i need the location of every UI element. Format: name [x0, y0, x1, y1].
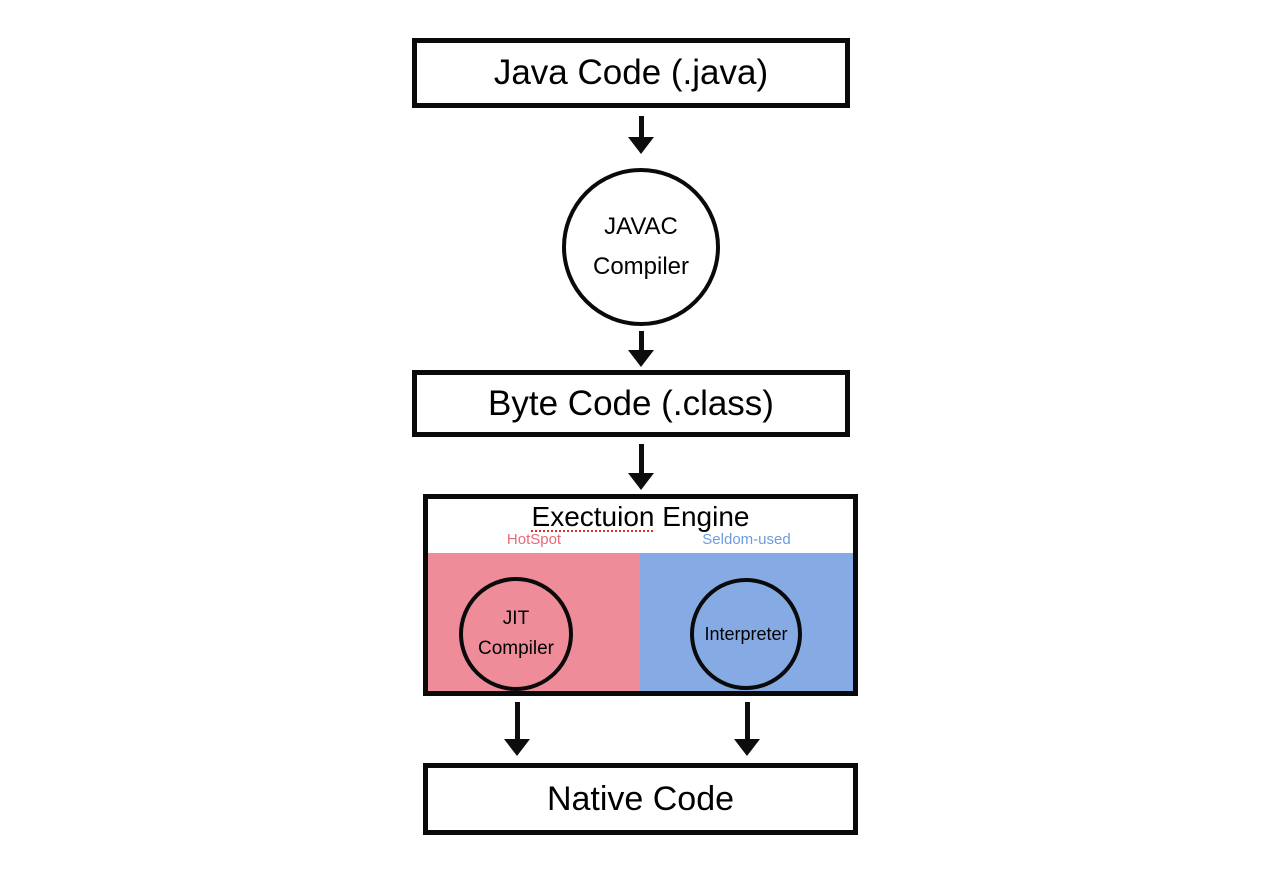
byte-code-box: Byte Code (.class): [412, 370, 850, 437]
engine-section-labels: HotSpot Seldom-used: [428, 531, 853, 548]
arrow-down-icon: [628, 444, 654, 490]
arrow-down-icon: [628, 116, 654, 154]
arrow-down-icon: [734, 702, 760, 756]
execution-engine-title-misspelled-word: Exectuion: [531, 501, 655, 532]
arrow-head: [628, 473, 654, 490]
arrow-shaft: [638, 331, 644, 350]
interpreter-label: Interpreter: [704, 623, 788, 644]
arrow-shaft: [638, 116, 644, 137]
native-code-box: Native Code: [423, 763, 858, 835]
javac-compiler-node: JAVAC Compiler: [562, 168, 720, 326]
javac-compiler-line2: Compiler: [592, 253, 690, 280]
arrow-head: [628, 350, 654, 367]
seldom-used-label: Seldom-used: [702, 531, 791, 548]
execution-engine-box: Exectuion Engine HotSpot Seldom-used JIT…: [423, 494, 858, 696]
arrow-shaft: [514, 702, 520, 739]
arrow-down-icon: [628, 331, 654, 367]
byte-code-label: Byte Code (.class): [488, 383, 774, 423]
execution-engine-title: Exectuion Engine: [428, 501, 853, 533]
hotspot-label: HotSpot: [506, 531, 562, 548]
interpreter-node: Interpreter: [690, 578, 802, 690]
execution-engine-title-word2: Engine: [662, 501, 750, 532]
jit-compiler-line2: Compiler: [477, 638, 555, 659]
java-code-box: Java Code (.java): [412, 38, 850, 108]
java-code-label: Java Code (.java): [493, 53, 769, 92]
jit-compiler-line1: JIT: [502, 607, 530, 629]
arrow-head: [734, 739, 760, 756]
arrow-head: [504, 739, 530, 756]
arrow-head: [628, 137, 654, 154]
arrow-shaft: [638, 444, 644, 473]
arrow-shaft: [744, 702, 750, 739]
jit-compiler-node: JIT Compiler: [459, 577, 573, 691]
native-code-label: Native Code: [546, 779, 735, 818]
arrow-down-icon: [504, 702, 530, 756]
javac-compiler-line1: JAVAC: [604, 213, 678, 241]
